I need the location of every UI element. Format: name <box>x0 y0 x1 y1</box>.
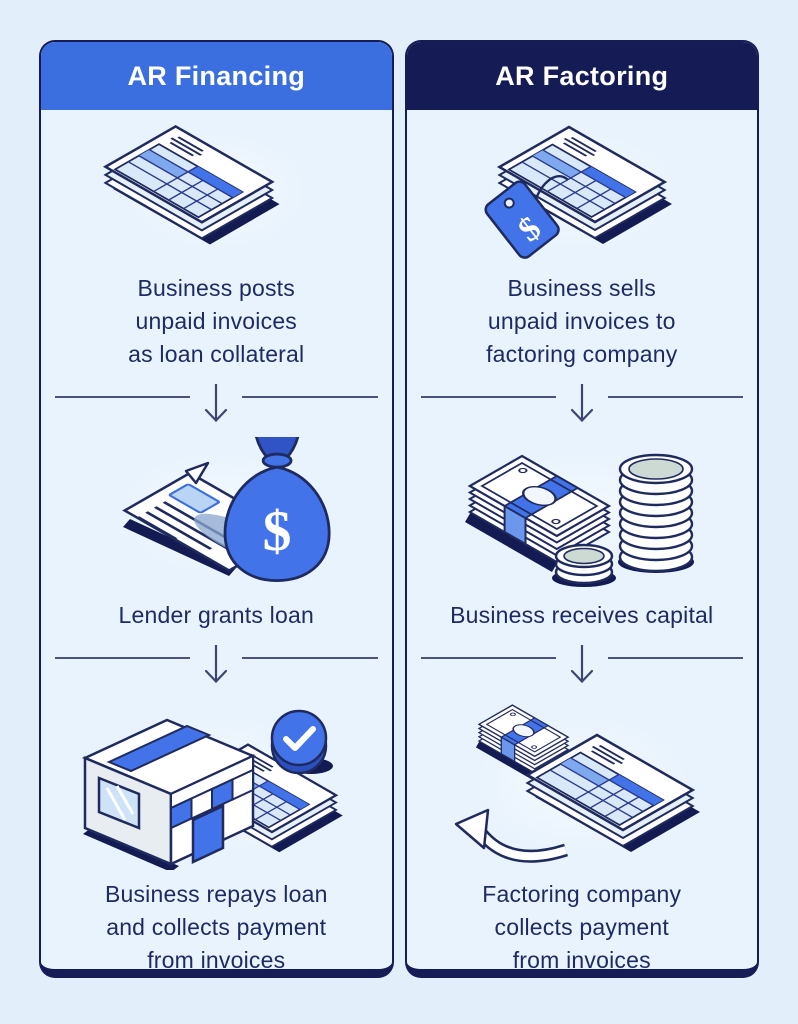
connector-line <box>242 657 378 659</box>
card-header-financing: AR Financing <box>41 42 392 110</box>
coin-stack-tall <box>617 453 694 573</box>
cash-stack-coins-icon <box>457 435 706 591</box>
flow-connector <box>41 383 392 431</box>
connector-line <box>55 396 191 398</box>
step-caption: Lender grants loan <box>118 602 314 628</box>
connector-line <box>242 396 378 398</box>
check-badge <box>271 709 334 775</box>
connector-line <box>55 657 191 659</box>
cash-return-arrow-invoice-icon <box>443 696 720 872</box>
coin-stack-small <box>551 543 616 587</box>
flow-connector <box>41 644 392 692</box>
down-arrow-icon <box>570 384 593 423</box>
down-arrow-icon <box>205 384 228 423</box>
step-caption: Business repays loan and collects paymen… <box>104 881 328 973</box>
card-body-factoring: $ Business sells unpaid invoices to fact… <box>407 110 758 973</box>
card-ar-factoring: AR Factoring $ Business sells unpaid inv… <box>404 40 759 978</box>
card-ar-financing: AR Financing Business posts unpaid invoi… <box>39 40 394 978</box>
card-title-factoring: AR Factoring <box>495 60 669 91</box>
storefront-check-invoice-icon <box>67 696 366 872</box>
connector-line <box>420 396 556 398</box>
down-arrow-icon <box>205 645 228 684</box>
connector-line <box>420 657 556 659</box>
price-tagged-invoice-icon: $ <box>461 116 702 266</box>
step-caption: Factoring company collects payment from … <box>482 881 682 973</box>
step-caption: Business posts unpaid invoices as loan c… <box>128 275 305 367</box>
connector-line <box>607 396 743 398</box>
storefront <box>82 718 257 870</box>
comparison-diagram: AR Financing Business posts unpaid invoi… <box>39 40 759 978</box>
card-header-factoring: AR Factoring <box>406 42 757 110</box>
step-caption: Business receives capital <box>450 602 714 628</box>
card-body-financing: Business posts unpaid invoices as loan c… <box>41 110 392 973</box>
card-title-financing: AR Financing <box>127 60 306 91</box>
step-caption: Business sells unpaid invoices to factor… <box>486 275 678 367</box>
flow-connector <box>407 383 758 431</box>
down-arrow-icon <box>570 645 593 684</box>
loan-document-money-bag-icon <box>90 435 343 591</box>
flow-connector <box>407 644 758 692</box>
invoice-stack-icon <box>100 116 333 266</box>
connector-line <box>607 657 743 659</box>
